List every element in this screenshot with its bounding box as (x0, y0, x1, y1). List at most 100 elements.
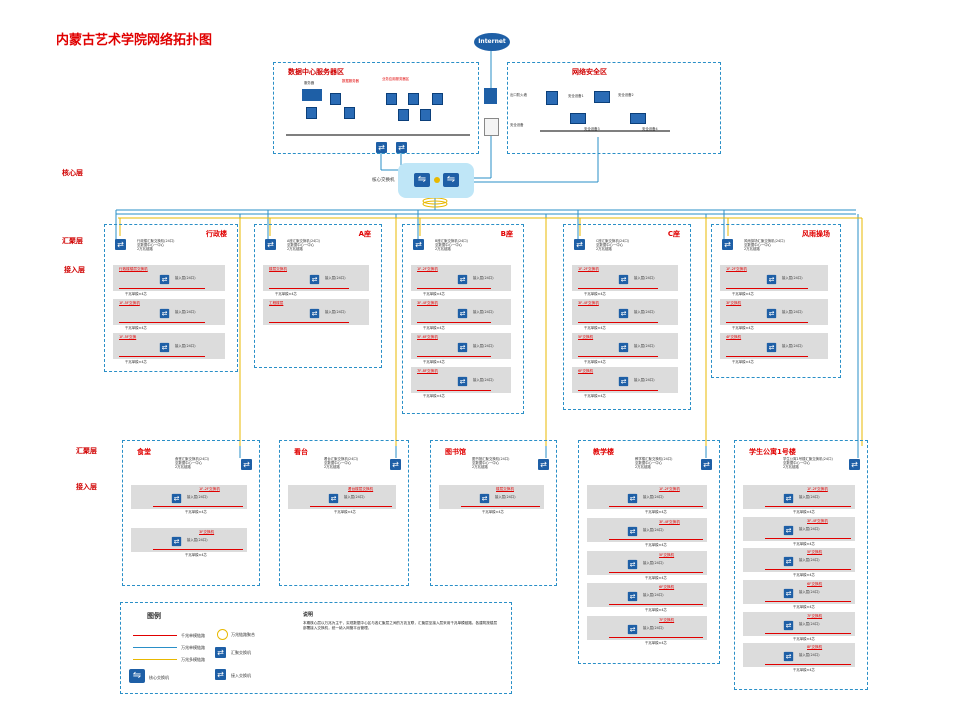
access-switch-label: 接入层(24口) (175, 310, 196, 314)
datacenter-title: 数据中心服务器区 (288, 68, 344, 76)
access-switch-icon[interactable] (457, 342, 468, 353)
building-box: 食堂食堂汇聚交换机(24口) 至数据中心一中心 2万兆链路1F-2F交换机接入层… (122, 440, 260, 586)
fiber-link-red (578, 322, 658, 323)
floor-switch-label: 4F交换机 (726, 335, 742, 339)
access-switch-label: 接入层(24口) (799, 653, 820, 658)
legend-box: 图例 千兆单模链路 万兆单模链路 万兆多模链路 万兆链路聚合 汇聚交换机 核心交… (120, 602, 512, 694)
access-switch-icon[interactable] (783, 493, 794, 504)
core-switch-label: 核心交换机 (372, 178, 395, 183)
floor-area: 8F交换机接入层(24口) (743, 643, 855, 668)
fiber-link-red (609, 538, 703, 540)
link-note: 千兆单模×4芯 (793, 605, 815, 609)
fiber-link-red (578, 288, 658, 289)
security-device-icon (546, 91, 558, 105)
aggregation-switch-icon[interactable] (390, 459, 401, 470)
fiber-link-red (765, 569, 851, 571)
floor-switch-label: 5F-6F交换机 (417, 335, 438, 339)
access-switch-icon[interactable] (618, 308, 629, 319)
aggregation-switch-icon[interactable] (265, 239, 276, 250)
access-switch-icon[interactable] (479, 493, 490, 504)
access-switch-label: 接入层(24口) (634, 344, 655, 348)
access-switch-icon[interactable] (328, 493, 339, 504)
legend-red-line (133, 635, 177, 636)
legend-title: 图例 (147, 612, 161, 620)
aggregation-switch-icon[interactable] (722, 239, 733, 250)
access-switch-label: 接入层(24口) (782, 310, 803, 314)
access-switch-icon[interactable] (783, 557, 794, 567)
access-switch-icon[interactable] (457, 274, 468, 285)
access-switch-label: 接入层(24口) (634, 276, 655, 280)
legend-yellow-line (133, 659, 177, 660)
floor-switch-label: 3F-4F交换机 (659, 519, 680, 524)
core-switch-icon[interactable] (414, 173, 430, 187)
access-switch-icon[interactable] (766, 342, 777, 353)
access-switch-icon[interactable] (766, 308, 777, 319)
link-note: 千兆单模×4芯 (423, 394, 445, 398)
access-switch-icon[interactable] (783, 652, 794, 662)
access-switch-icon[interactable] (309, 308, 320, 319)
link-note: 千兆单模×4芯 (645, 641, 667, 646)
core-switch-icon[interactable] (443, 173, 459, 187)
building-name: 看台 (294, 448, 308, 456)
access-switch-icon[interactable] (627, 625, 638, 635)
access-switch-label: 接入层(24口) (643, 527, 664, 532)
fiber-link-red (417, 356, 491, 357)
floor-area: 4F交换机接入层(24口) (720, 333, 828, 359)
access-switch-icon[interactable] (783, 620, 794, 630)
page-title: 内蒙古艺术学院网络拓扑图 (56, 33, 213, 48)
link-note: 千兆单模×4芯 (584, 394, 606, 398)
link-note: 千兆单模×4芯 (125, 360, 147, 364)
security-device-label: 安全设备2 (618, 93, 634, 97)
floor-area: 看台楼层交换机接入层(24口) (288, 485, 396, 509)
building-name: B座 (500, 230, 513, 238)
floor-area: 3F-4F交换机接入层(24口) (572, 299, 678, 325)
floor-switch-label: 工程楼层 (269, 301, 284, 305)
aggregation-switch-icon[interactable] (538, 459, 549, 470)
access-switch-icon[interactable] (171, 536, 182, 547)
access-switch-icon[interactable] (171, 493, 182, 504)
floor-switch-label: 6F交换机 (659, 585, 675, 590)
access-switch-icon[interactable] (159, 274, 170, 285)
aggregation-switch-icon[interactable] (413, 239, 424, 250)
building-name: 学生公寓1号楼 (749, 448, 796, 456)
access-switch-icon[interactable] (627, 526, 638, 536)
aggregation-switch-icon[interactable] (241, 459, 252, 470)
access-switch-icon[interactable] (627, 592, 638, 602)
access-switch-icon[interactable] (618, 376, 629, 387)
fiber-link-red (153, 506, 243, 507)
access-switch-label: 接入层(24口) (187, 538, 208, 542)
security-device-label: 安全设备4 (642, 127, 658, 131)
access-switch-icon[interactable] (618, 342, 629, 353)
legend-blue-line (133, 647, 177, 648)
access-switch-icon[interactable] (309, 274, 320, 285)
floor-switch-label: 楼层交换机 (269, 267, 287, 271)
floor-switch-label: 7F交换机 (659, 618, 675, 623)
building-name: 教学楼 (593, 448, 614, 456)
access-switch-icon[interactable] (457, 308, 468, 319)
aggregation-switch-icon[interactable] (849, 459, 860, 470)
building-box: A座A座汇聚交换机(24口) 至数据中心一中心 2万兆链路楼层交换机接入层(24… (254, 224, 382, 368)
access-switch-label: 接入层(24口) (495, 495, 516, 499)
aggregation-switch-icon (215, 647, 226, 658)
access-switch-icon[interactable] (783, 588, 794, 599)
aggregation-switch-icon[interactable] (115, 239, 126, 250)
floor-area: 楼层交换机接入层(24口) (439, 485, 544, 509)
floor-area: 5F交换机接入层(24口) (743, 548, 855, 573)
link-note: 千兆单模×4芯 (423, 360, 445, 364)
access-switch-icon[interactable] (627, 559, 638, 569)
building-name: 食堂 (137, 448, 151, 456)
access-switch-icon[interactable] (618, 274, 629, 285)
access-switch-icon[interactable] (627, 493, 638, 504)
access-switch-icon[interactable] (457, 376, 468, 387)
access-switch-icon[interactable] (159, 308, 170, 319)
access-switch-icon[interactable] (783, 525, 794, 535)
aggregation-switch-icon[interactable] (701, 459, 712, 470)
legend-item-label: 万兆多模链路 (181, 657, 205, 662)
fiber-link-red (310, 506, 392, 507)
link-note: 千兆单模×4芯 (584, 326, 606, 330)
aggregation-switch-icon[interactable] (574, 239, 585, 250)
notes-text: 本期核心层以万兆为主干，实现数据中心区与各汇聚层之间的万兆互联，汇聚层至接入层采… (303, 621, 498, 630)
access-switch-icon[interactable] (159, 342, 170, 353)
access-switch-icon[interactable] (766, 274, 777, 285)
link-note: 千兆单模×4芯 (793, 510, 815, 514)
